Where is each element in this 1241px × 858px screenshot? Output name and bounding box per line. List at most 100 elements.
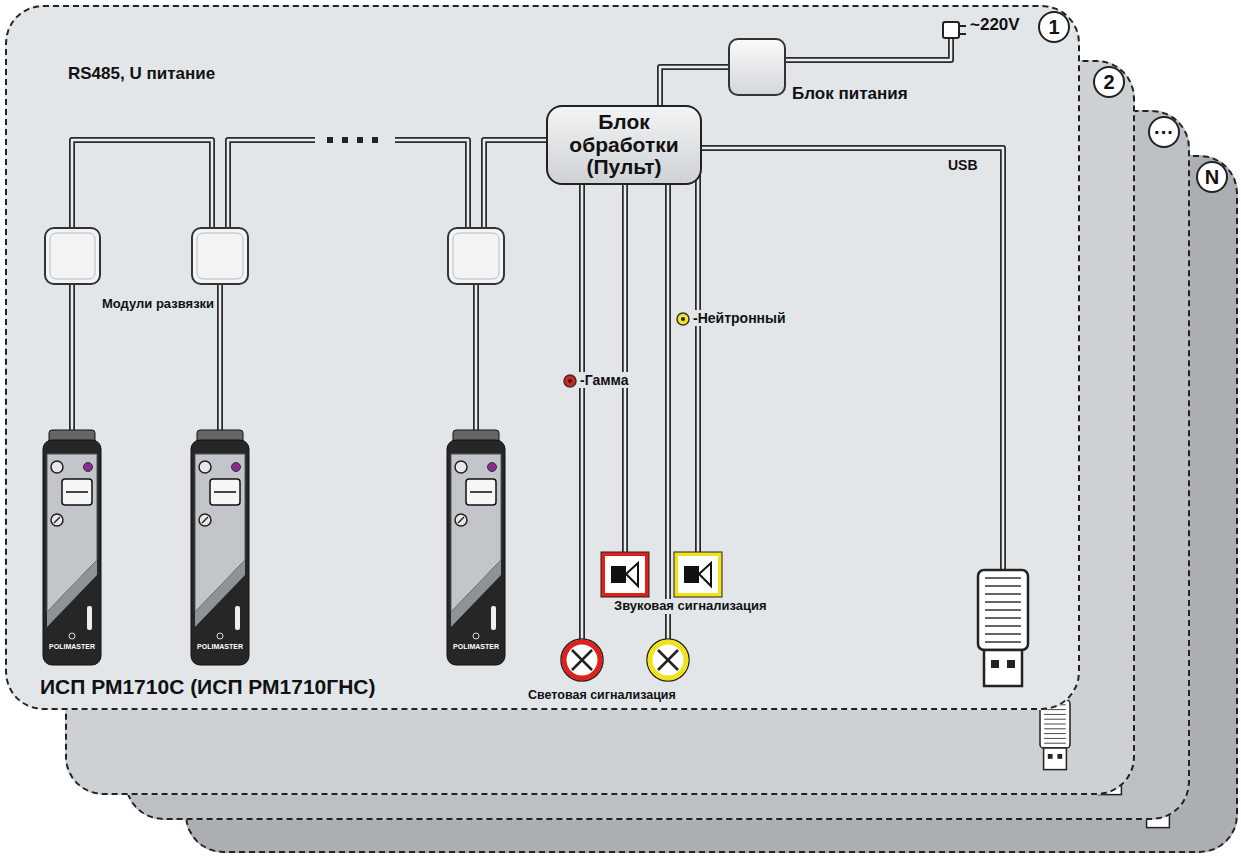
usb-rib [1147,762,1169,763]
usb-stick [978,570,1028,686]
usb-rib [1147,772,1169,773]
light-alarm [564,642,600,678]
detector-cap [453,430,499,444]
usb-contact [991,660,999,668]
knob-mark [458,517,464,523]
display-digits [214,491,236,493]
usb-rib [1044,709,1066,710]
detector-slot [491,606,496,630]
usb-rib [1147,796,1169,797]
cable-core [660,67,728,105]
usb-contact [1112,779,1117,784]
cable [72,140,212,228]
plug-pin [959,33,966,35]
usb-rib [1044,743,1066,744]
callout-number: 1 [1038,11,1070,43]
usb-contact [1057,754,1062,759]
device-label: ИСП РМ1710С (ИСП РМ1710ГНС) [40,675,375,699]
usb-rib [1044,704,1066,705]
detector-stripe [47,560,97,627]
detector-slot [235,606,240,630]
usb-rib [1099,768,1121,769]
usb-rib [1044,719,1066,720]
usb-body [978,570,1028,650]
detector-logo [217,633,223,639]
usb-rib [985,593,1021,595]
usb-contact [1160,812,1165,817]
usb-rib [1044,724,1066,725]
usb-contact [1151,812,1156,817]
detector-indicator [232,463,241,472]
detector-knob [51,514,63,526]
power-supply-label: Блок питания [792,84,908,104]
usb-rib [1099,734,1121,735]
detector-body [43,440,101,665]
usb-rib [985,633,1021,635]
usb-contact [1048,754,1053,759]
cable-core [219,280,222,434]
cable [228,140,315,228]
usb-rib [1044,733,1066,734]
brand-label: POLIMASTER [197,643,243,651]
knob-mark [202,517,208,523]
detector-knob [199,514,211,526]
module-inner-edge [197,233,243,279]
cable-core [228,140,315,228]
usb-rib [985,577,1021,579]
usb-rib [1147,782,1169,783]
continuation-dot [327,137,333,143]
usb-stick [1095,725,1125,795]
lamp-outline [561,639,603,681]
power-cable-group [660,67,728,105]
brand-label: POLIMASTER [453,643,499,651]
lamp-cross [658,650,678,670]
cable-core [624,150,627,555]
detector-stripe [195,560,245,627]
usb-rib [985,641,1021,643]
lamp-cross [658,650,678,670]
detector-stripe [451,560,501,627]
continuation-dot [357,137,363,143]
usb-rib [1099,739,1121,740]
usb-rib [1147,777,1169,778]
alarm-outline [674,552,722,597]
alarm-outline [601,552,649,597]
detector-logo [69,633,75,639]
usb-rib [985,617,1021,619]
lamp-outline [647,639,689,681]
usb-contact [1007,660,1015,668]
detector-button [455,461,467,473]
cable-core [667,150,670,639]
usb-body [1095,725,1125,773]
detector-button [51,461,63,473]
cable [786,38,951,60]
speaker-body [684,566,699,583]
callout-number: N [1196,161,1228,193]
cable [695,150,701,555]
usb-rib [1099,744,1121,745]
cable-core [475,280,478,434]
display-digits [470,491,492,493]
usb-body [1143,758,1173,806]
detector-display [466,479,496,505]
usb-plug [1099,773,1122,795]
detector-body [447,440,505,665]
detector-display [62,479,92,505]
cable-core [71,280,74,434]
cable-core [581,150,584,639]
usb-label: USB [948,157,978,173]
dot-center [681,317,685,321]
detector-body [191,440,249,665]
cable-core [650,148,1003,570]
display-digits [66,491,88,493]
light-alarm-label: Световая сигнализация [528,688,676,702]
cable [665,150,671,639]
callout-number: 2 [1093,66,1125,98]
usb-rib [985,585,1021,587]
module-inner-edge [50,233,95,279]
dot-center [568,379,572,383]
gamma-dot [564,375,576,387]
light-alarm [650,642,686,678]
usb-rib [1044,714,1066,715]
